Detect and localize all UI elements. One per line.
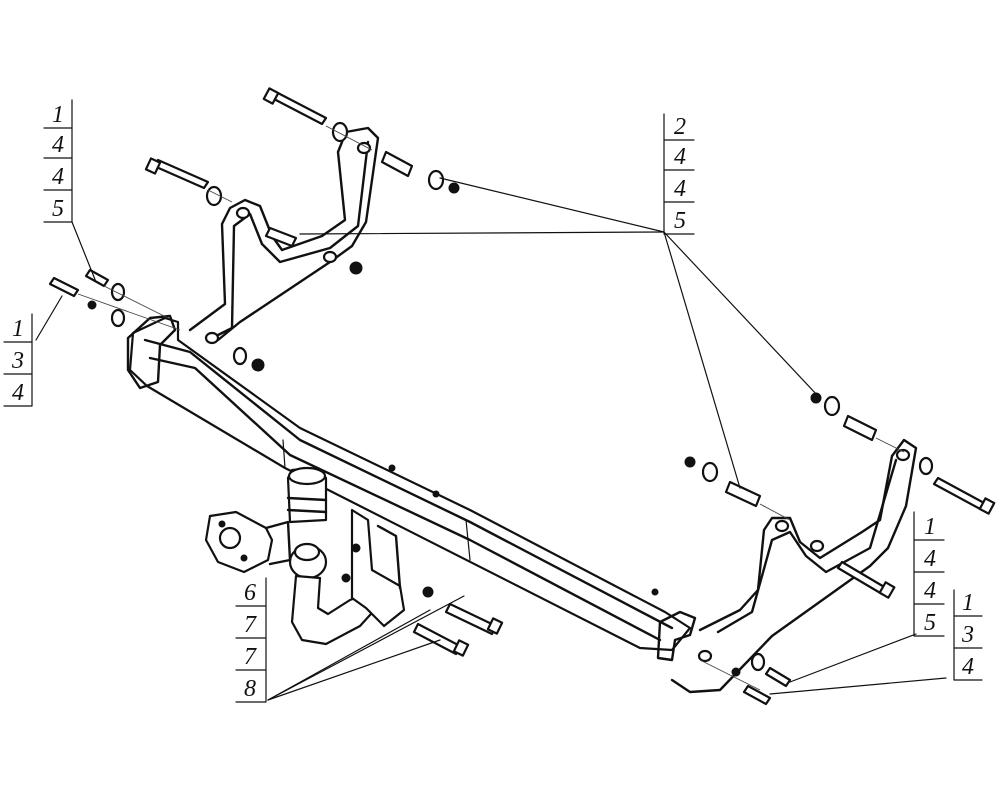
callout-text: 1 [962,590,974,616]
crossbar-beam [126,314,697,662]
callout-text: 4 [52,164,64,190]
callout-text: 4 [12,380,24,406]
callout-ball-mount: 6 7 7 8 [235,577,267,703]
callout-left-lower: 1 3 4 [3,313,33,407]
callout-text: 1 [924,514,936,540]
callout-text: 7 [244,612,257,638]
callout-text: 5 [674,208,686,234]
callout-left-upper: 1 4 4 5 [43,99,73,223]
callout-text: 4 [924,578,936,604]
callout-text: 4 [962,654,974,680]
callout-right-lower: 1 3 4 [953,589,983,681]
callout-text: 5 [924,610,936,636]
callout-text: 8 [244,676,256,702]
callout-text: 3 [961,622,974,648]
callout-top-right: 2 4 4 5 [663,113,695,235]
fasteners [48,87,996,706]
ball-mount [204,466,406,646]
callout-text: 5 [52,196,64,222]
callout-text: 4 [924,546,936,572]
callout-text: 1 [12,316,24,342]
callout-text: 4 [674,176,686,202]
callout-text: 1 [52,102,64,128]
callout-text: 3 [11,348,24,374]
callout-right-upper: 1 4 4 5 [913,511,945,637]
assembly-axis-lines [77,125,905,691]
callout-text: 4 [674,144,686,170]
leader-lines [35,177,947,701]
callout-text: 6 [244,580,256,606]
callout-text: 2 [674,114,686,140]
callout-text: 7 [244,644,257,670]
right-mounting-bracket [670,438,918,694]
callout-text: 4 [52,132,64,158]
